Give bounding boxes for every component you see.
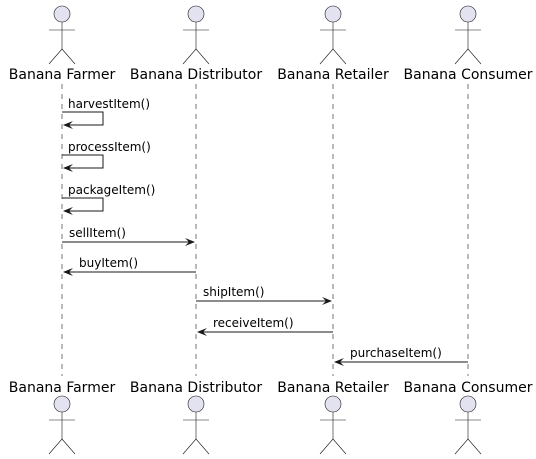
actor-bottom-1-legs [182, 438, 210, 455]
message-label-4: buyItem() [79, 256, 138, 270]
actor-label-top-0: Banana Farmer [9, 67, 116, 83]
arrowhead [185, 238, 195, 246]
actor-bottom-2-head [324, 395, 342, 413]
actor-label-top-2: Banana Retailer [277, 67, 389, 83]
message-label-6: receiveItem() [213, 316, 294, 330]
actor-top-1-head [187, 5, 205, 23]
actor-top-2-legs [319, 48, 347, 65]
arrowhead [63, 164, 73, 172]
actor-bottom-3-head [459, 395, 477, 413]
actor-bottom-3-legs [454, 438, 482, 455]
message-label-7: purchaseItem() [350, 346, 442, 360]
message-label-3: sellItem() [69, 226, 126, 240]
actor-label-bottom-0: Banana Farmer [9, 380, 116, 396]
actor-top-0-legs [48, 48, 76, 65]
actor-label-top-1: Banana Distributor [130, 67, 262, 83]
actor-label-bottom-2: Banana Retailer [277, 380, 389, 396]
self-message-line [62, 154, 104, 169]
actor-top-3-legs [454, 48, 482, 65]
actor-bottom-0-head [53, 395, 71, 413]
actor-top-3-head [459, 5, 477, 23]
actor-label-top-3: Banana Consumer [404, 67, 533, 83]
actor-top-2-head [324, 5, 342, 23]
actor-label-bottom-1: Banana Distributor [130, 380, 262, 396]
arrowhead [63, 268, 73, 276]
arrowhead [322, 297, 332, 305]
arrowhead [197, 328, 207, 336]
message-label-0: harvestItem() [68, 97, 150, 111]
message-label-5: shipItem() [203, 285, 265, 299]
actor-label-bottom-3: Banana Consumer [404, 380, 533, 396]
actor-top-0-head [53, 5, 71, 23]
arrowhead [63, 207, 73, 215]
actor-bottom-0-legs [48, 438, 76, 455]
arrowhead [63, 121, 73, 129]
self-message-line [62, 111, 104, 126]
self-message-line [62, 197, 104, 212]
actor-top-1-legs [182, 48, 210, 65]
arrowhead [334, 358, 344, 366]
actor-bottom-1-head [187, 395, 205, 413]
message-label-2: packageItem() [68, 183, 155, 197]
actor-bottom-2-legs [319, 438, 347, 455]
message-label-1: processItem() [68, 140, 151, 154]
